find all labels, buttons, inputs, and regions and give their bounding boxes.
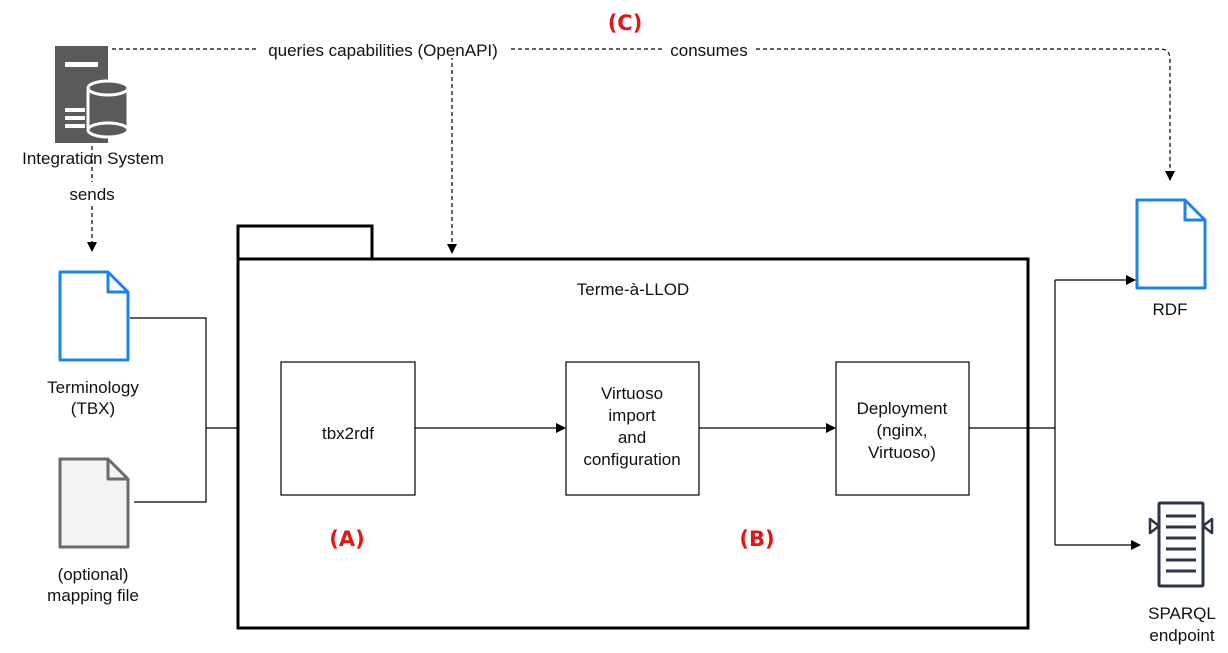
document-icon [1135, 198, 1207, 290]
marker-a: (A) [329, 527, 364, 551]
document-icon [58, 270, 130, 362]
tbx2rdf-label: tbx2rdf [322, 424, 374, 443]
server-database-icon [55, 46, 130, 143]
document-fold [106, 459, 128, 481]
mapping-label-line1: (optional) [58, 565, 129, 584]
document-fold [106, 272, 128, 294]
consumes-label-bg [663, 42, 755, 58]
virtuoso-label-line4: configuration [583, 450, 680, 469]
deployment-label-line2: (nginx, [876, 421, 927, 440]
consumes-label: consumes [670, 41, 747, 60]
sends-label: sends [69, 185, 114, 204]
api-endpoint-icon [1148, 501, 1214, 588]
virtuoso-label-line3: and [618, 428, 646, 447]
sparql-label-line2: endpoint [1149, 626, 1215, 645]
terminology-label-line2: (TBX) [71, 399, 115, 418]
deployment-box [835, 361, 970, 496]
deployment-label-line3: Virtuoso) [868, 443, 936, 462]
package-title: Terme-à-LLOD [577, 280, 689, 299]
virtuoso-import-box [565, 361, 700, 496]
rdf-label: RDF [1153, 300, 1188, 319]
tbx2rdf-box [280, 361, 416, 496]
terminology-label-line1: Terminology [47, 378, 139, 397]
deployment-label-line1: Deployment [857, 399, 948, 418]
virtuoso-label-line2: import [608, 406, 656, 425]
document-fold [1183, 200, 1205, 222]
integration-system-label: Integration System [22, 149, 164, 168]
virtuoso-label-line1: Virtuoso [601, 384, 663, 403]
marker-b: (B) [739, 527, 774, 551]
sparql-label-line1: SPARQL [1148, 604, 1216, 623]
queries-label-bg [257, 42, 509, 58]
queries-label: queries capabilities (OpenAPI) [268, 41, 498, 60]
marker-c: (C) [608, 11, 643, 35]
package-tab [236, 224, 374, 261]
input-connector [130, 317, 207, 503]
consumes-arrow [112, 48, 1175, 181]
mapping-label-line2: mapping file [47, 586, 139, 605]
document-icon [58, 457, 130, 549]
